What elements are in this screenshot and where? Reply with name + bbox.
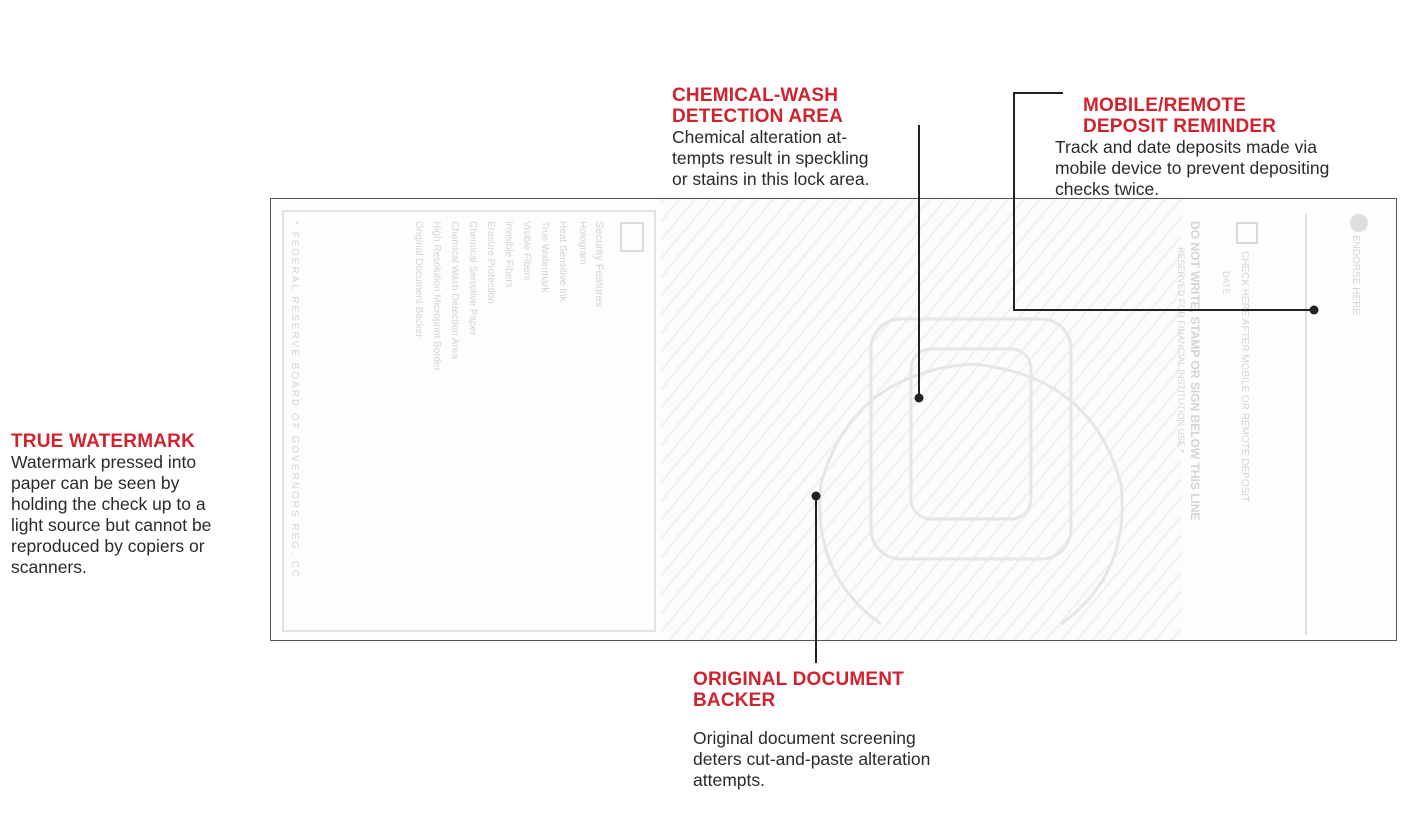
mobile-deposit-body-line: mobile device to prevent depositing bbox=[1055, 158, 1330, 178]
original-backer-body-line: Original document screening bbox=[693, 728, 916, 748]
mobile-deposit-checkbox bbox=[1236, 222, 1258, 244]
original-backer-title-line2: BACKER bbox=[693, 690, 776, 711]
chemical-wash-body-line: tempts result in speckling bbox=[672, 148, 869, 168]
endorse-here-label: ENDORSE HERE bbox=[1350, 235, 1361, 316]
date-label: DATE bbox=[1221, 271, 1231, 295]
chemical-wash-body-line: Chemical alteration at- bbox=[672, 127, 848, 147]
true-watermark-body: Watermark pressed into paper can be seen… bbox=[11, 452, 211, 578]
feature-item: Original Document Backer bbox=[413, 221, 424, 338]
lock-watermark bbox=[818, 317, 1124, 626]
chemical-wash-body-line: or stains in this lock area. bbox=[672, 169, 870, 189]
check-back: ENDORSE HERE CHECK HERE AFTER MOBILE OR … bbox=[270, 198, 1397, 641]
true-watermark-body-line: light source but cannot be bbox=[11, 515, 212, 535]
feature-item: True Watermark bbox=[539, 221, 550, 293]
mobile-deposit-title: MOBILE/REMOTE DEPOSIT REMINDER bbox=[1055, 95, 1329, 137]
feature-item: Chemical Sensitive Paper bbox=[467, 221, 478, 336]
feature-item: Invisible Fibers bbox=[503, 221, 514, 288]
chemical-wash-title-line1: CHEMICAL-WASH bbox=[672, 85, 839, 106]
security-features-box bbox=[282, 210, 656, 632]
hologram-label: Hologram bbox=[577, 221, 588, 265]
true-watermark-body-line: reproduced by copiers or bbox=[11, 536, 205, 556]
original-backer-title: ORIGINAL DOCUMENT BACKER bbox=[693, 669, 930, 711]
mobile-checkbox-label: CHECK HERE AFTER MOBILE OR REMOTE DEPOSI… bbox=[1239, 251, 1250, 503]
true-watermark-body-line: paper can be seen by bbox=[11, 473, 180, 493]
chemical-wash-body: Chemical alteration at- tempts result in… bbox=[672, 127, 869, 190]
padlock-icon bbox=[620, 222, 644, 252]
endorse-dot bbox=[1350, 214, 1368, 232]
lock-arc-outer-right bbox=[970, 362, 1124, 626]
chemical-wash-pattern bbox=[661, 199, 1181, 640]
mobile-deposit-body-line: Track and date deposits made via bbox=[1055, 137, 1317, 157]
chemical-wash-title: CHEMICAL-WASH DETECTION AREA bbox=[672, 85, 869, 127]
true-watermark-body-line: Watermark pressed into bbox=[11, 452, 197, 472]
original-backer-body: Original document screening deters cut-a… bbox=[693, 728, 930, 791]
mobile-deposit-body-line: checks twice. bbox=[1055, 179, 1160, 199]
do-not-write-label: DO NOT WRITE, STAMP OR SIGN BELOW THIS L… bbox=[1188, 221, 1202, 521]
lock-arc-outer bbox=[818, 362, 972, 626]
mobile-deposit-body: Track and date deposits made via mobile … bbox=[1055, 137, 1329, 200]
lock-body bbox=[869, 317, 1073, 561]
true-watermark-callout: TRUE WATERMARK Watermark pressed into pa… bbox=[11, 431, 211, 578]
security-heading: Security Features bbox=[593, 221, 605, 308]
mobile-deposit-title-line2: DEPOSIT REMINDER bbox=[1083, 116, 1277, 137]
true-watermark-body-line: scanners. bbox=[11, 557, 87, 577]
original-backer-body-line: attempts. bbox=[693, 770, 765, 790]
frb-regulation-line: * FEDERAL RESERVE BOARD OF GOVERNORS REG… bbox=[289, 221, 300, 580]
feature-item: Heat Sensitive Ink bbox=[557, 221, 568, 302]
feature-item: Visible Fibers bbox=[521, 221, 532, 281]
feature-item: Chemical Wash Detection Area bbox=[449, 221, 460, 360]
original-backer-body-line: deters cut-and-paste alteration bbox=[693, 749, 931, 769]
true-watermark-title: TRUE WATERMARK bbox=[11, 431, 195, 452]
original-backer-callout: ORIGINAL DOCUMENT BACKER Original docume… bbox=[693, 669, 930, 791]
original-backer-title-line1: ORIGINAL DOCUMENT bbox=[693, 669, 904, 690]
reserved-label: RESERVED FOR FINANCIAL INSTITUTION USE * bbox=[1176, 247, 1186, 454]
mobile-deposit-callout: MOBILE/REMOTE DEPOSIT REMINDER Track and… bbox=[1055, 95, 1329, 200]
true-watermark-body-line: holding the check up to a bbox=[11, 494, 206, 514]
feature-item: Erasure Protection bbox=[485, 221, 496, 304]
feature-item: High Resolution Microprint Border bbox=[431, 221, 442, 372]
lock-inner bbox=[909, 347, 1033, 521]
mobile-deposit-title-line1: MOBILE/REMOTE bbox=[1083, 95, 1247, 116]
chemical-wash-callout: CHEMICAL-WASH DETECTION AREA Chemical al… bbox=[672, 85, 869, 190]
chemical-wash-title-line2: DETECTION AREA bbox=[672, 106, 843, 127]
